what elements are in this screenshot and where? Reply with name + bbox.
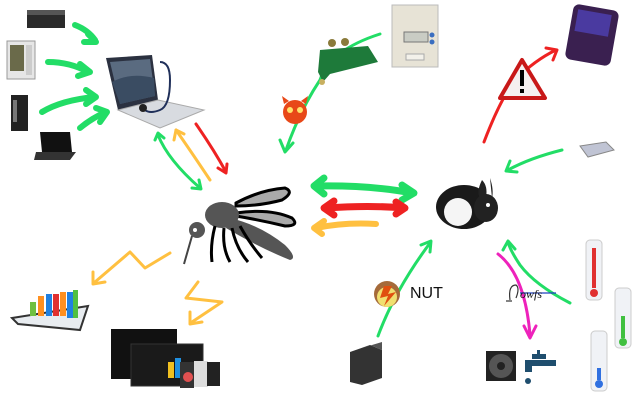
- fan-icon: [486, 351, 516, 381]
- arrow-mosquito-to-laptop-orange: [172, 128, 212, 182]
- arrow-laptop-to-mosquito-red: [194, 122, 229, 175]
- warning-icon: [498, 58, 547, 100]
- arrow-mosquito-to-chart: [91, 250, 172, 286]
- arrow-minitower-to-laptop: [39, 87, 99, 115]
- arrow-thermometers-to-rabbit: [501, 239, 572, 305]
- arrow-mosquito-rabbit-red: [320, 197, 409, 219]
- arrow-desktop-to-laptop: [72, 22, 99, 45]
- ups-icon: [350, 342, 382, 385]
- arrow-ups-to-rabbit: [376, 239, 433, 338]
- arrow-rabbit-to-mosquito-orange: [311, 218, 379, 237]
- router-icon: [579, 141, 615, 158]
- arrow-mosquito-rabbit-green: [310, 174, 418, 204]
- notebook-icon: [34, 132, 76, 160]
- mini-tower-icon: [11, 95, 28, 131]
- bar-chart-icon: [9, 290, 90, 332]
- thermometer-red-icon: [585, 239, 603, 301]
- thermometer-blue-icon: [590, 330, 608, 392]
- dashboard-icon: [111, 329, 220, 388]
- owfs-icon: [506, 284, 556, 302]
- arrow-notebook-to-laptop: [77, 105, 110, 131]
- nut-label: NUT: [410, 285, 443, 302]
- rabbit-icon: [436, 178, 498, 229]
- arrow-rabbit-to-actuators: [496, 252, 538, 340]
- arrow-laptop-mosquito-green: [153, 131, 203, 191]
- thermometer-green-icon: [614, 287, 632, 349]
- daemon-icon: [282, 96, 308, 124]
- arrow-router-to-rabbit: [504, 148, 564, 174]
- owfs-label: owfs: [520, 287, 543, 301]
- server-tower-icon: [6, 40, 36, 80]
- arrow-tower-to-laptop: [45, 59, 93, 79]
- pcb-icon: [318, 38, 378, 85]
- nut-icon: [374, 281, 400, 307]
- tap-icon: [525, 350, 556, 384]
- smartphone-icon: [565, 4, 619, 66]
- mosquito-icon: [183, 186, 297, 265]
- arrow-mosquito-to-dashboards: [184, 280, 224, 326]
- desktop-icon: [27, 10, 65, 28]
- power-meter-icon: [391, 4, 439, 68]
- laptop-stethoscope-icon: [106, 55, 206, 129]
